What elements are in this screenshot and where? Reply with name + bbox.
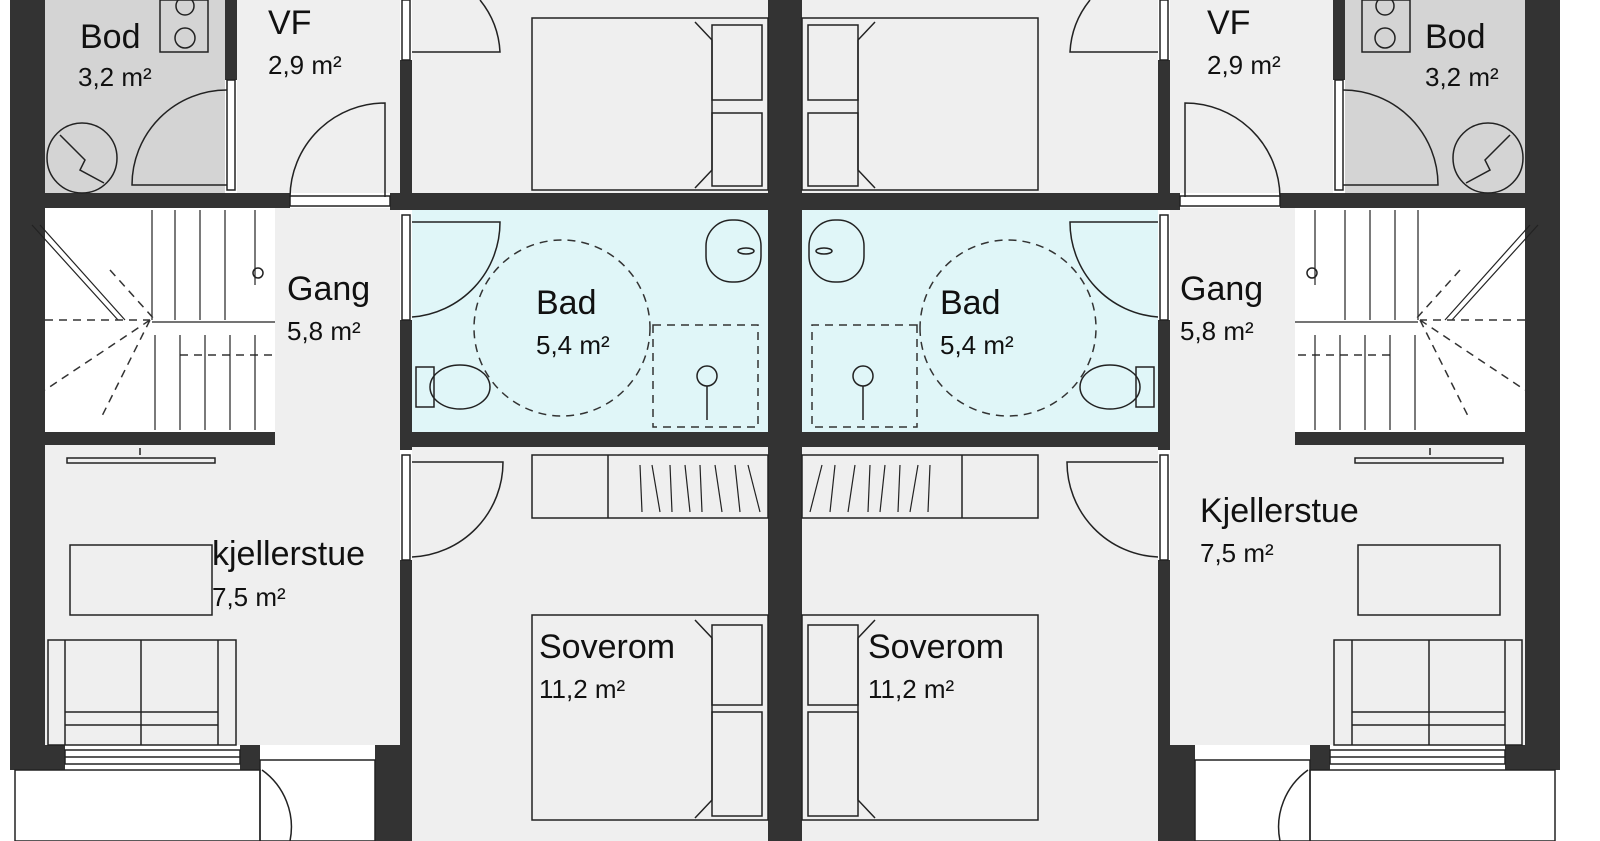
room-name-bod-right: Bod xyxy=(1425,18,1486,56)
room-area-bod-right: 3,2 m² xyxy=(1425,62,1499,92)
room-name-soverom-right: Soverom xyxy=(868,628,1004,666)
room-name-gang-right: Gang xyxy=(1180,270,1263,308)
room-name-stue-left: kjellerstue xyxy=(212,535,365,573)
room-area-soverom-right: 11,2 m² xyxy=(868,674,955,704)
room-area-vf-left: 2,9 m² xyxy=(268,50,342,80)
room-area-bad-left: 5,4 m² xyxy=(536,330,610,360)
right-unit-plan xyxy=(769,0,1561,841)
room-area-gang-right: 5,8 m² xyxy=(1180,316,1254,346)
room-area-vf-right: 2,9 m² xyxy=(1207,50,1281,80)
room-area-bad-right: 5,4 m² xyxy=(940,330,1014,360)
room-area-stue-left: 7,5 m² xyxy=(212,582,286,612)
room-name-bad-left: Bad xyxy=(536,284,597,322)
room-area-bod-left: 3,2 m² xyxy=(78,62,152,92)
room-name-bod-left: Bod xyxy=(80,18,141,56)
room-name-bad-right: Bad xyxy=(940,284,1001,322)
room-name-stue-right: Kjellerstue xyxy=(1200,492,1359,530)
room-area-stue-right: 7,5 m² xyxy=(1200,538,1274,568)
room-name-vf-right: VF xyxy=(1207,4,1250,42)
room-area-gang-left: 5,8 m² xyxy=(287,316,361,346)
room-name-soverom-left: Soverom xyxy=(539,628,675,666)
room-name-vf-left: VF xyxy=(268,4,311,42)
room-name-gang-left: Gang xyxy=(287,270,370,308)
room-area-soverom-left: 11,2 m² xyxy=(539,674,626,704)
left-unit-plan xyxy=(9,0,801,841)
